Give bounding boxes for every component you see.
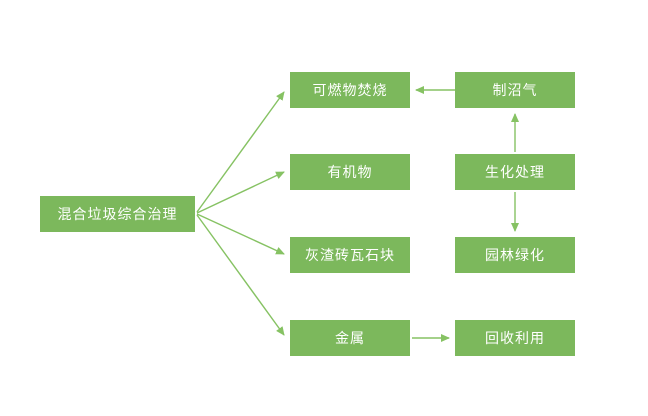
node-mixed-waste-treatment: 混合垃圾综合治理 (40, 196, 195, 232)
node-biogas: 制沼气 (455, 72, 575, 108)
node-organic-matter: 有机物 (290, 154, 410, 190)
arrow-root-to-combustible (196, 91, 285, 213)
node-biochemical-treatment: 生化处理 (455, 154, 575, 190)
node-metal: 金属 (290, 320, 410, 356)
node-ash-bricks-stones: 灰渣砖瓦石块 (290, 237, 410, 273)
node-combustible-incineration: 可燃物焚烧 (290, 72, 410, 108)
arrow-root-to-metal (196, 214, 285, 336)
arrow-root-to-organic (196, 171, 285, 214)
arrow-root-to-ash (196, 213, 285, 255)
node-landscaping: 园林绿化 (455, 237, 575, 273)
node-recycling: 回收利用 (455, 320, 575, 356)
